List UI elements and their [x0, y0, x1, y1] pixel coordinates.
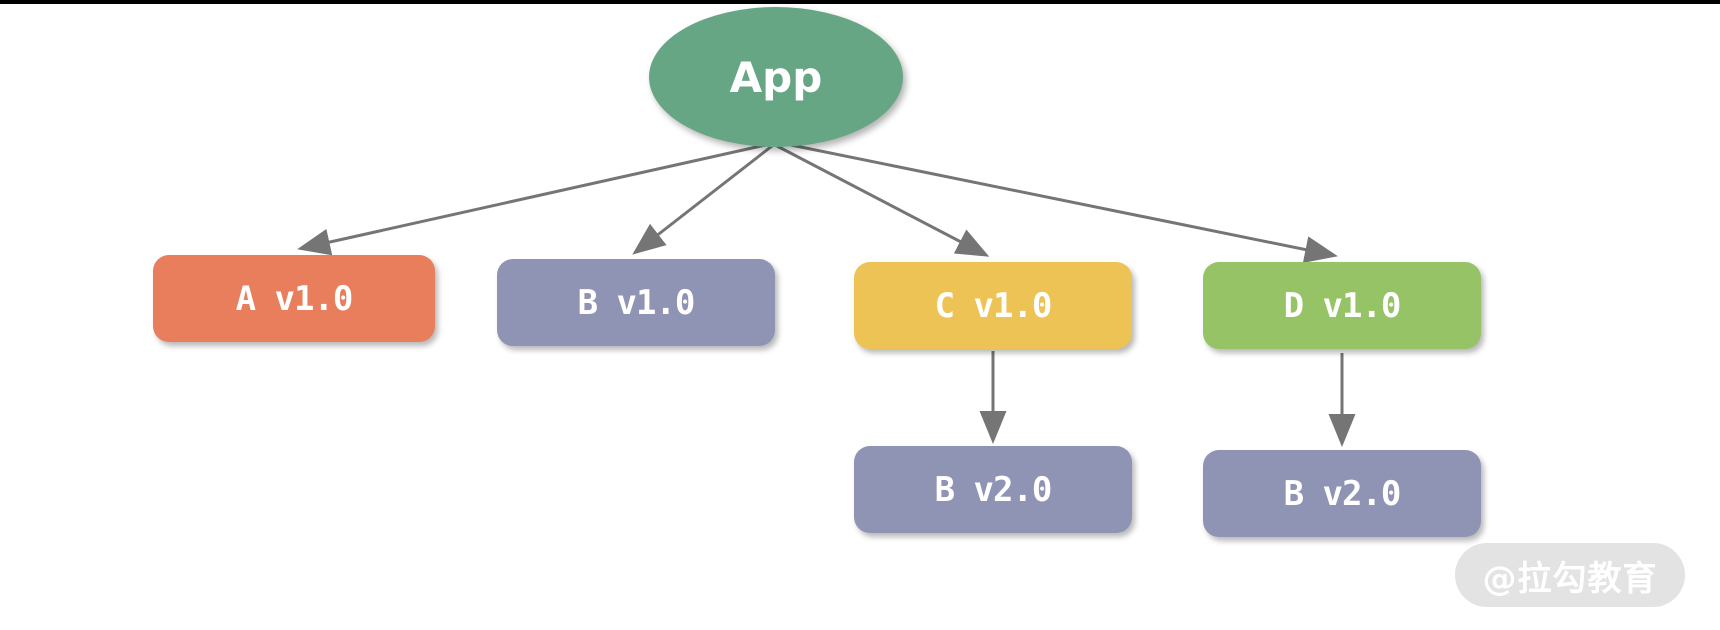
edge-app-to-d — [780, 141, 1338, 263]
node-app: App — [649, 7, 903, 147]
edge-app-to-b — [632, 144, 773, 255]
top-border-line — [0, 0, 1720, 4]
node-b-v2-under-c-label: B v2.0 — [934, 469, 1053, 510]
node-b-v2-under-d: B v2.0 — [1203, 450, 1481, 537]
edge-app-to-c — [776, 144, 990, 257]
node-d-v1-label: D v1.0 — [1283, 285, 1402, 326]
node-b-v2-under-c: B v2.0 — [854, 446, 1132, 533]
node-b-v1: B v1.0 — [497, 259, 775, 346]
node-c-v1: C v1.0 — [854, 262, 1132, 349]
watermark-text: @拉勾教育 — [1482, 558, 1658, 599]
node-d-v1: D v1.0 — [1203, 262, 1481, 349]
node-b-v2-under-d-label: B v2.0 — [1283, 473, 1402, 514]
node-c-v1-label: C v1.0 — [934, 285, 1053, 326]
node-app-label: App — [729, 52, 823, 102]
node-a-v1: A v1.0 — [153, 255, 435, 342]
node-b-v1-label: B v1.0 — [577, 282, 696, 323]
edge-app-to-a — [297, 142, 771, 256]
watermark-badge: @拉勾教育 — [1455, 543, 1685, 607]
node-a-v1-label: A v1.0 — [235, 278, 354, 319]
